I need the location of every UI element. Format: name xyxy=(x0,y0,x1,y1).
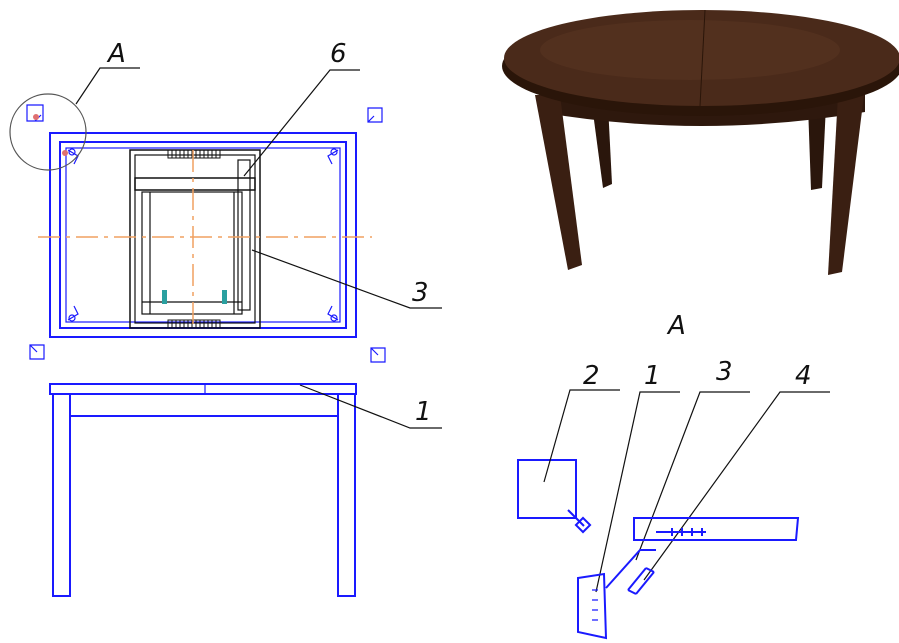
detail-A: A 2 1 3 4 xyxy=(517,311,830,640)
side-apron xyxy=(69,393,339,417)
corner-brackets xyxy=(67,148,339,322)
side-view: 1 xyxy=(49,383,442,597)
part-1-detail-label: 1 xyxy=(644,361,661,391)
part-6-label: 6 xyxy=(330,39,347,69)
detail-tabletop-section xyxy=(633,517,800,541)
table-photo xyxy=(502,9,899,275)
side-leg-left xyxy=(52,393,71,597)
clip-right xyxy=(222,290,227,304)
detail-A-title: A xyxy=(666,311,686,341)
part-3-label: 3 xyxy=(412,278,429,308)
part-2-leader xyxy=(543,389,620,483)
part-3-leader xyxy=(251,249,442,309)
part-1-leader xyxy=(299,384,442,429)
detail-leg-section xyxy=(577,572,608,640)
extension-mechanism xyxy=(129,149,261,329)
part-1-detail-leader xyxy=(595,391,680,593)
table-leg-back-right xyxy=(808,105,826,190)
part-3-detail-leader xyxy=(635,391,750,561)
part-2-detail-label: 2 xyxy=(583,361,600,391)
table-leg-front-left xyxy=(535,95,582,270)
part-6-leader xyxy=(243,69,360,177)
part-1-side-label: 1 xyxy=(415,397,432,427)
clip-left xyxy=(162,290,167,304)
callout-A-label: A xyxy=(106,39,126,69)
tabletop-inner-outline xyxy=(59,141,347,329)
table-leg-front-right xyxy=(828,95,864,275)
part-4-detail-label: 4 xyxy=(795,361,812,391)
callout-A-leader xyxy=(75,67,140,105)
detail-circle-A xyxy=(9,93,87,171)
table-leg-back-left xyxy=(592,105,612,188)
side-leg-right xyxy=(337,393,356,597)
part-4-detail-leader xyxy=(643,391,830,581)
detail-corner-marker xyxy=(517,459,577,519)
tabletop-outline xyxy=(49,132,357,338)
plan-view: A 6 3 xyxy=(9,39,442,363)
part-3-detail-label: 3 xyxy=(716,357,733,387)
detail-bracket xyxy=(605,549,656,589)
